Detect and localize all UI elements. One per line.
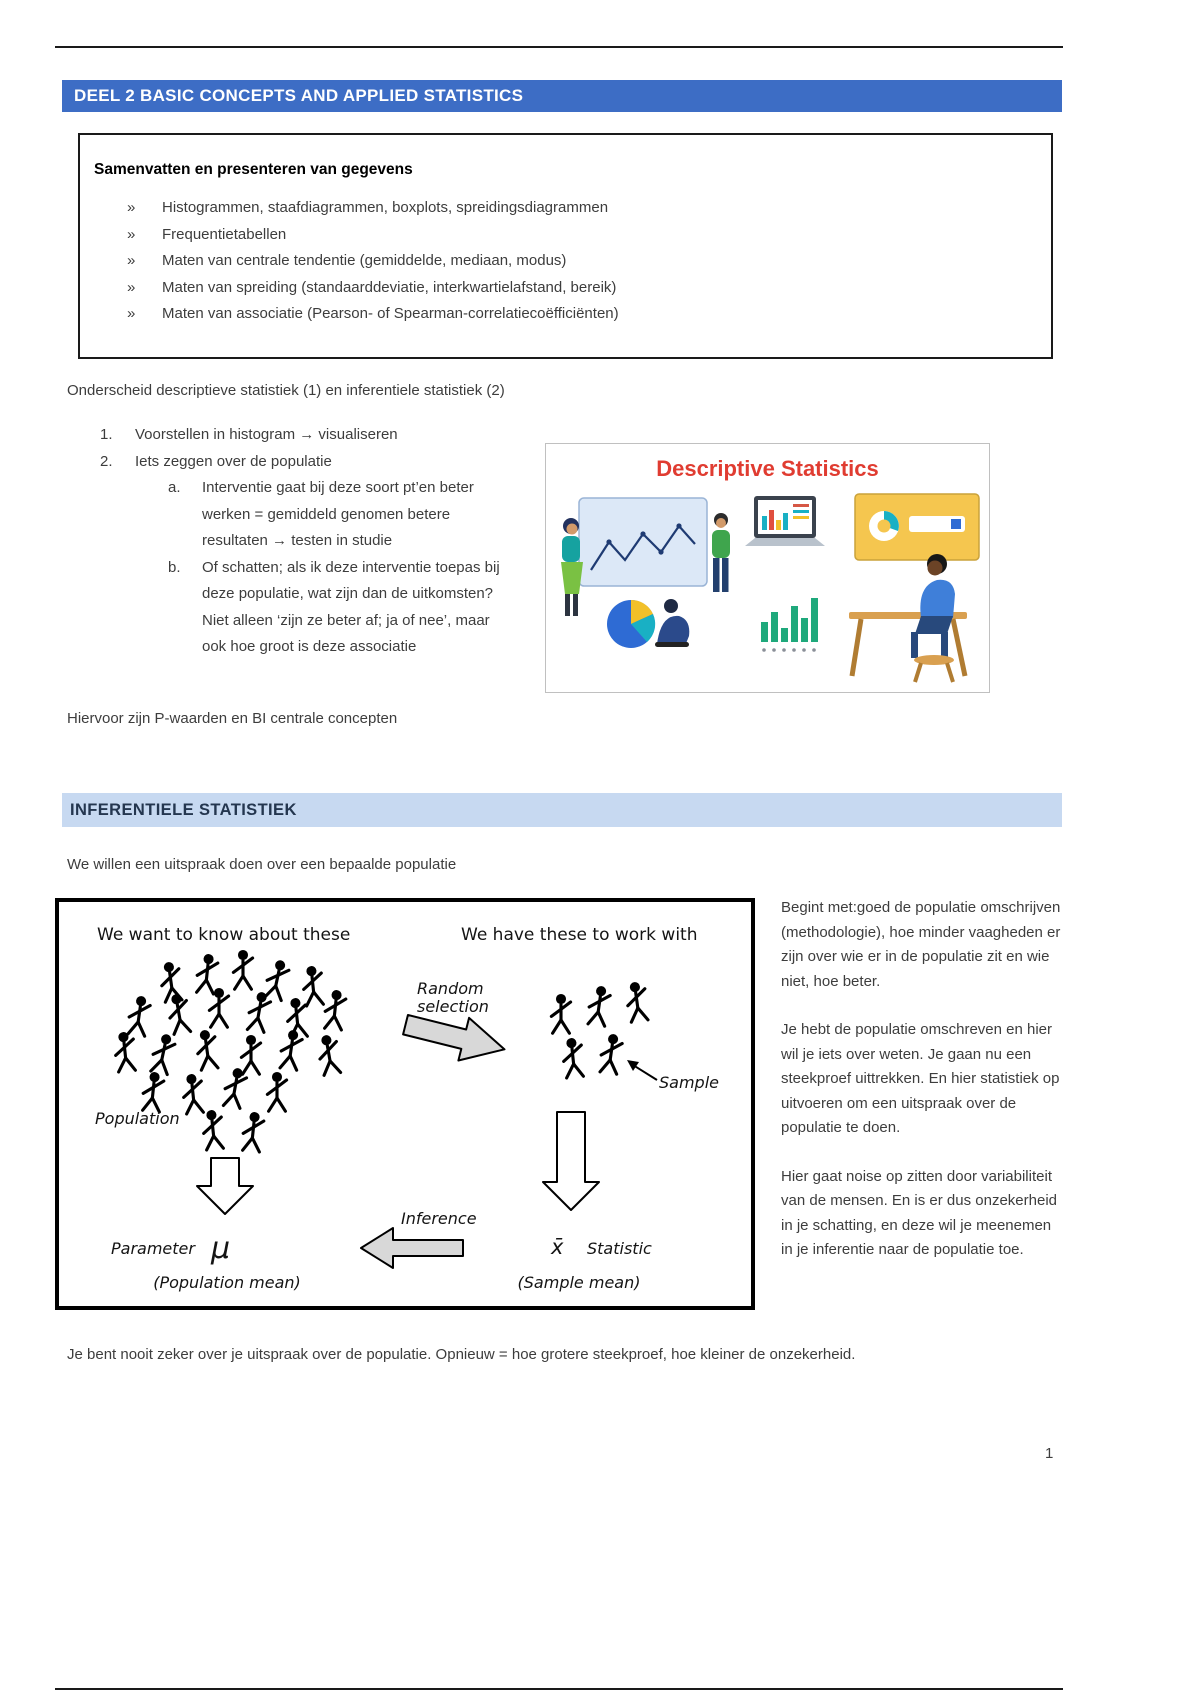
numbered-list: 1. Voorstellen in histogram → visualiser… [100, 421, 530, 661]
numbered-item-1: 1. Voorstellen in histogram → visualiser… [100, 421, 530, 448]
bullet-glyph: » [127, 305, 136, 322]
random-selection-label-line1: Random [417, 979, 484, 998]
descriptive-statistics-scene [561, 493, 980, 683]
line-chart-board [578, 497, 708, 587]
item-text: Iets zeggen over de populatie [135, 453, 332, 470]
sample-label: Sample [659, 1073, 719, 1092]
statistic-label: Statistic [587, 1239, 652, 1258]
person-right-of-board [712, 513, 730, 592]
illustration-title: Descriptive Statistics [656, 456, 879, 481]
summary-item-text: Maten van spreiding (standaarddeviatie, … [162, 278, 617, 296]
population-sample-diagram: We want to know about these We have thes… [95, 925, 719, 1292]
summary-item-text: Maten van centrale tendentie (gemiddelde… [162, 252, 567, 269]
summary-box-title: Samenvatten en presenteren van gegevens [94, 161, 413, 178]
top-rule [55, 46, 1063, 48]
figure-caption-left: We want to know about these [97, 925, 350, 945]
summary-list-item: » Maten van centrale tendentie (gemiddel… [94, 248, 1031, 275]
note-paragraph-3: Hier gaat noise op zitten door variabili… [781, 1167, 1057, 1259]
laptop [745, 496, 825, 546]
inference-arrow [360, 1227, 464, 1269]
population-down-arrow [196, 1157, 254, 1215]
pie-chart [607, 599, 656, 648]
summary-list: » Histogrammen, staafdiagrammen, boxplot… [94, 195, 1031, 328]
person-crouching [655, 599, 690, 647]
person-sitting [911, 554, 955, 683]
numbered-item-2: 2. Iets zeggen over de populatie [100, 448, 530, 475]
inference-label: Inference [401, 1209, 477, 1228]
section2-title: INFERENTIELE STATISTIEK [70, 801, 297, 819]
note-paragraph-2: Je hebt de populatie omschreven en hier … [781, 1021, 1060, 1136]
sub-item-a: a. Interventie gaat bij deze soort pt’en… [168, 475, 530, 555]
bullet-glyph: » [127, 278, 136, 296]
summary-item-text: Histogrammen, staafdiagrammen, boxplots,… [162, 199, 609, 216]
summary-list-item: » Maten van spreiding (standaarddeviatie… [94, 275, 1031, 302]
side-notes-column: Begint met:goed de populatie omschrijven… [781, 896, 1065, 1287]
sample-down-arrow [542, 1111, 600, 1211]
bullet-glyph: » [127, 252, 136, 269]
bullet-glyph: » [127, 225, 136, 243]
page-number: 1 [1045, 1445, 1054, 1462]
deel2-header-title: DEEL 2 BASIC CONCEPTS AND APPLIED STATIS… [74, 86, 524, 105]
p-values-note: Hiervoor zijn P-waarden en BI centrale c… [67, 710, 398, 727]
descriptive-statistics-illustration: Descriptive Statistics [545, 443, 990, 693]
sub-item-letter: b. [168, 558, 181, 576]
sub-item-b: b. Of schatten; als ik deze interventie … [168, 555, 530, 661]
descriptive-vs-inferential-note: Onderscheid descriptieve statistiek (1) … [67, 382, 505, 399]
section2-intro: We willen een uitspraak doen over een be… [67, 856, 457, 873]
sample-pointer-arrow [627, 1060, 658, 1081]
summary-item-text: Frequentietabellen [162, 225, 287, 243]
summary-list-item: » Maten van associatie (Pearson- of Spea… [94, 301, 1031, 328]
inferentiele-statistiek-header-bar: INFERENTIELE STATISTIEK [62, 793, 1062, 827]
population-mean-label: (Population mean) [153, 1273, 301, 1292]
bar-chart [761, 598, 818, 652]
item-text: Voorstellen in histogram → visualiseren [135, 426, 398, 443]
bullet-glyph: » [127, 199, 136, 216]
item-number: 1. [100, 426, 113, 443]
summary-list-item: » Histogrammen, staafdiagrammen, boxplot… [94, 195, 1031, 222]
person-left [561, 518, 583, 616]
random-selection-arrow [402, 1013, 506, 1062]
bottom-rule [55, 1688, 1063, 1690]
summary-item-text: Maten van associatie (Pearson- of Spearm… [162, 305, 619, 322]
sub-item-text: Of schatten; als ik deze interventie toe… [202, 558, 500, 656]
deel2-header-bar: DEEL 2 BASIC CONCEPTS AND APPLIED STATIS… [62, 80, 1062, 112]
item-number: 2. [100, 453, 113, 470]
dashboard-panel [854, 493, 980, 561]
random-selection-label-line2: selection [417, 997, 489, 1016]
note-paragraph-1: Begint met:goed de populatie omschrijven… [781, 899, 1061, 990]
mu-symbol: μ [210, 1231, 230, 1266]
figure-caption-right: We have these to work with [461, 925, 698, 945]
population-sample-figure: We want to know about these We have thes… [55, 898, 755, 1310]
xbar-symbol: x̄ [550, 1235, 564, 1259]
summary-list-item: » Frequentietabellen [94, 222, 1031, 249]
sub-item-text: Interventie gaat bij deze soort pt’en be… [202, 479, 474, 549]
closing-note: Je bent nooit zeker over je uitspraak ov… [67, 1346, 856, 1363]
summary-box: Samenvatten en presenteren van gegevens … [78, 133, 1053, 359]
population-label: Population [95, 1109, 180, 1128]
sub-item-letter: a. [168, 479, 181, 496]
parameter-label: Parameter [111, 1239, 196, 1258]
sample-mean-label: (Sample mean) [518, 1273, 641, 1292]
